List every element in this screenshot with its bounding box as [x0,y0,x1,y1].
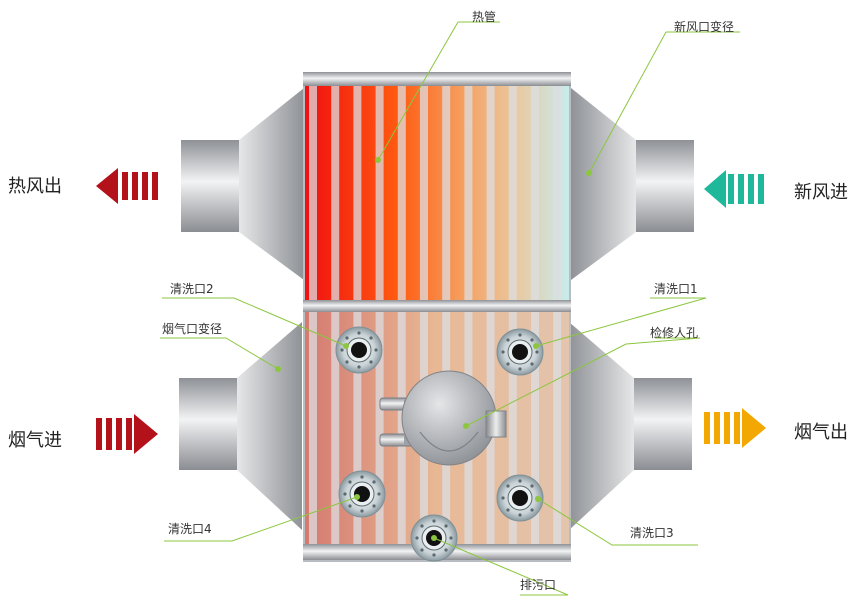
hot-air-outlet-duct [181,140,239,232]
flue-gas-outlet-transition [569,322,634,530]
heat-pipe-tube [353,86,362,544]
label-drain-port: 排污口 [520,578,557,592]
label-hot-air-out: 热风出 [8,176,62,197]
label-flue-gas-out: 烟气出 [794,422,848,443]
label-clean-port-1: 清洗口1 [654,282,698,296]
label-flue-gas-reducer: 烟气口变径 [162,322,223,336]
label-clean-port-4: 清洗口4 [168,522,212,536]
leader-lines [160,21,740,596]
hot-air-out-arrow-icon [96,168,158,204]
heat-pipe-tube [309,86,317,544]
label-fresh-air-in: 新风进 [794,182,848,203]
fresh-air-reducer-shape [571,88,636,280]
heat-pipe-tube [464,86,473,544]
heat-pipe-tube [486,86,495,544]
flue-gas-out-arrow-icon [704,408,766,448]
label-fresh-air-reducer: 新风口变径 [674,20,735,34]
cleaning-port-flange [335,326,383,374]
heat-pipe-tube [553,86,562,544]
heat-pipe-tube [397,86,406,544]
cleaning-port-flange [496,474,544,522]
flue-gas-inlet-duct [179,378,237,470]
flue-gas-in-arrow-icon [96,414,158,454]
hot-air-outlet-transition [239,88,304,280]
label-flue-gas-in: 烟气进 [8,430,62,451]
top-header [303,72,571,86]
flue-gas-outlet-duct [634,378,692,470]
fresh-air-in-arrow-icon [704,170,764,208]
manhole-hatch [379,370,507,466]
label-heat-pipe: 热管 [472,10,497,24]
cleaning-ports [335,326,544,562]
label-clean-port-3: 清洗口3 [630,526,674,540]
heat-pipes [309,86,562,544]
cleaning-port-flange [338,470,386,518]
leader-dots [275,157,592,541]
fresh-air-inlet-duct [636,140,694,232]
heat-pipe-tube [375,86,384,544]
cleaning-port-flange [496,328,544,376]
heat-pipe-tube [442,86,451,544]
middle-partition [303,300,571,312]
heat-pipe-tube [420,86,428,544]
label-manhole: 检修人孔 [650,326,699,340]
heat-pipe-tube [531,86,539,544]
heat-pipe-tube [508,86,517,544]
label-clean-port-2: 清洗口2 [170,282,214,296]
upper-air-chamber [305,86,569,300]
flue-gas-reducer-shape [237,322,302,530]
heat-pipe-tube [331,86,340,544]
